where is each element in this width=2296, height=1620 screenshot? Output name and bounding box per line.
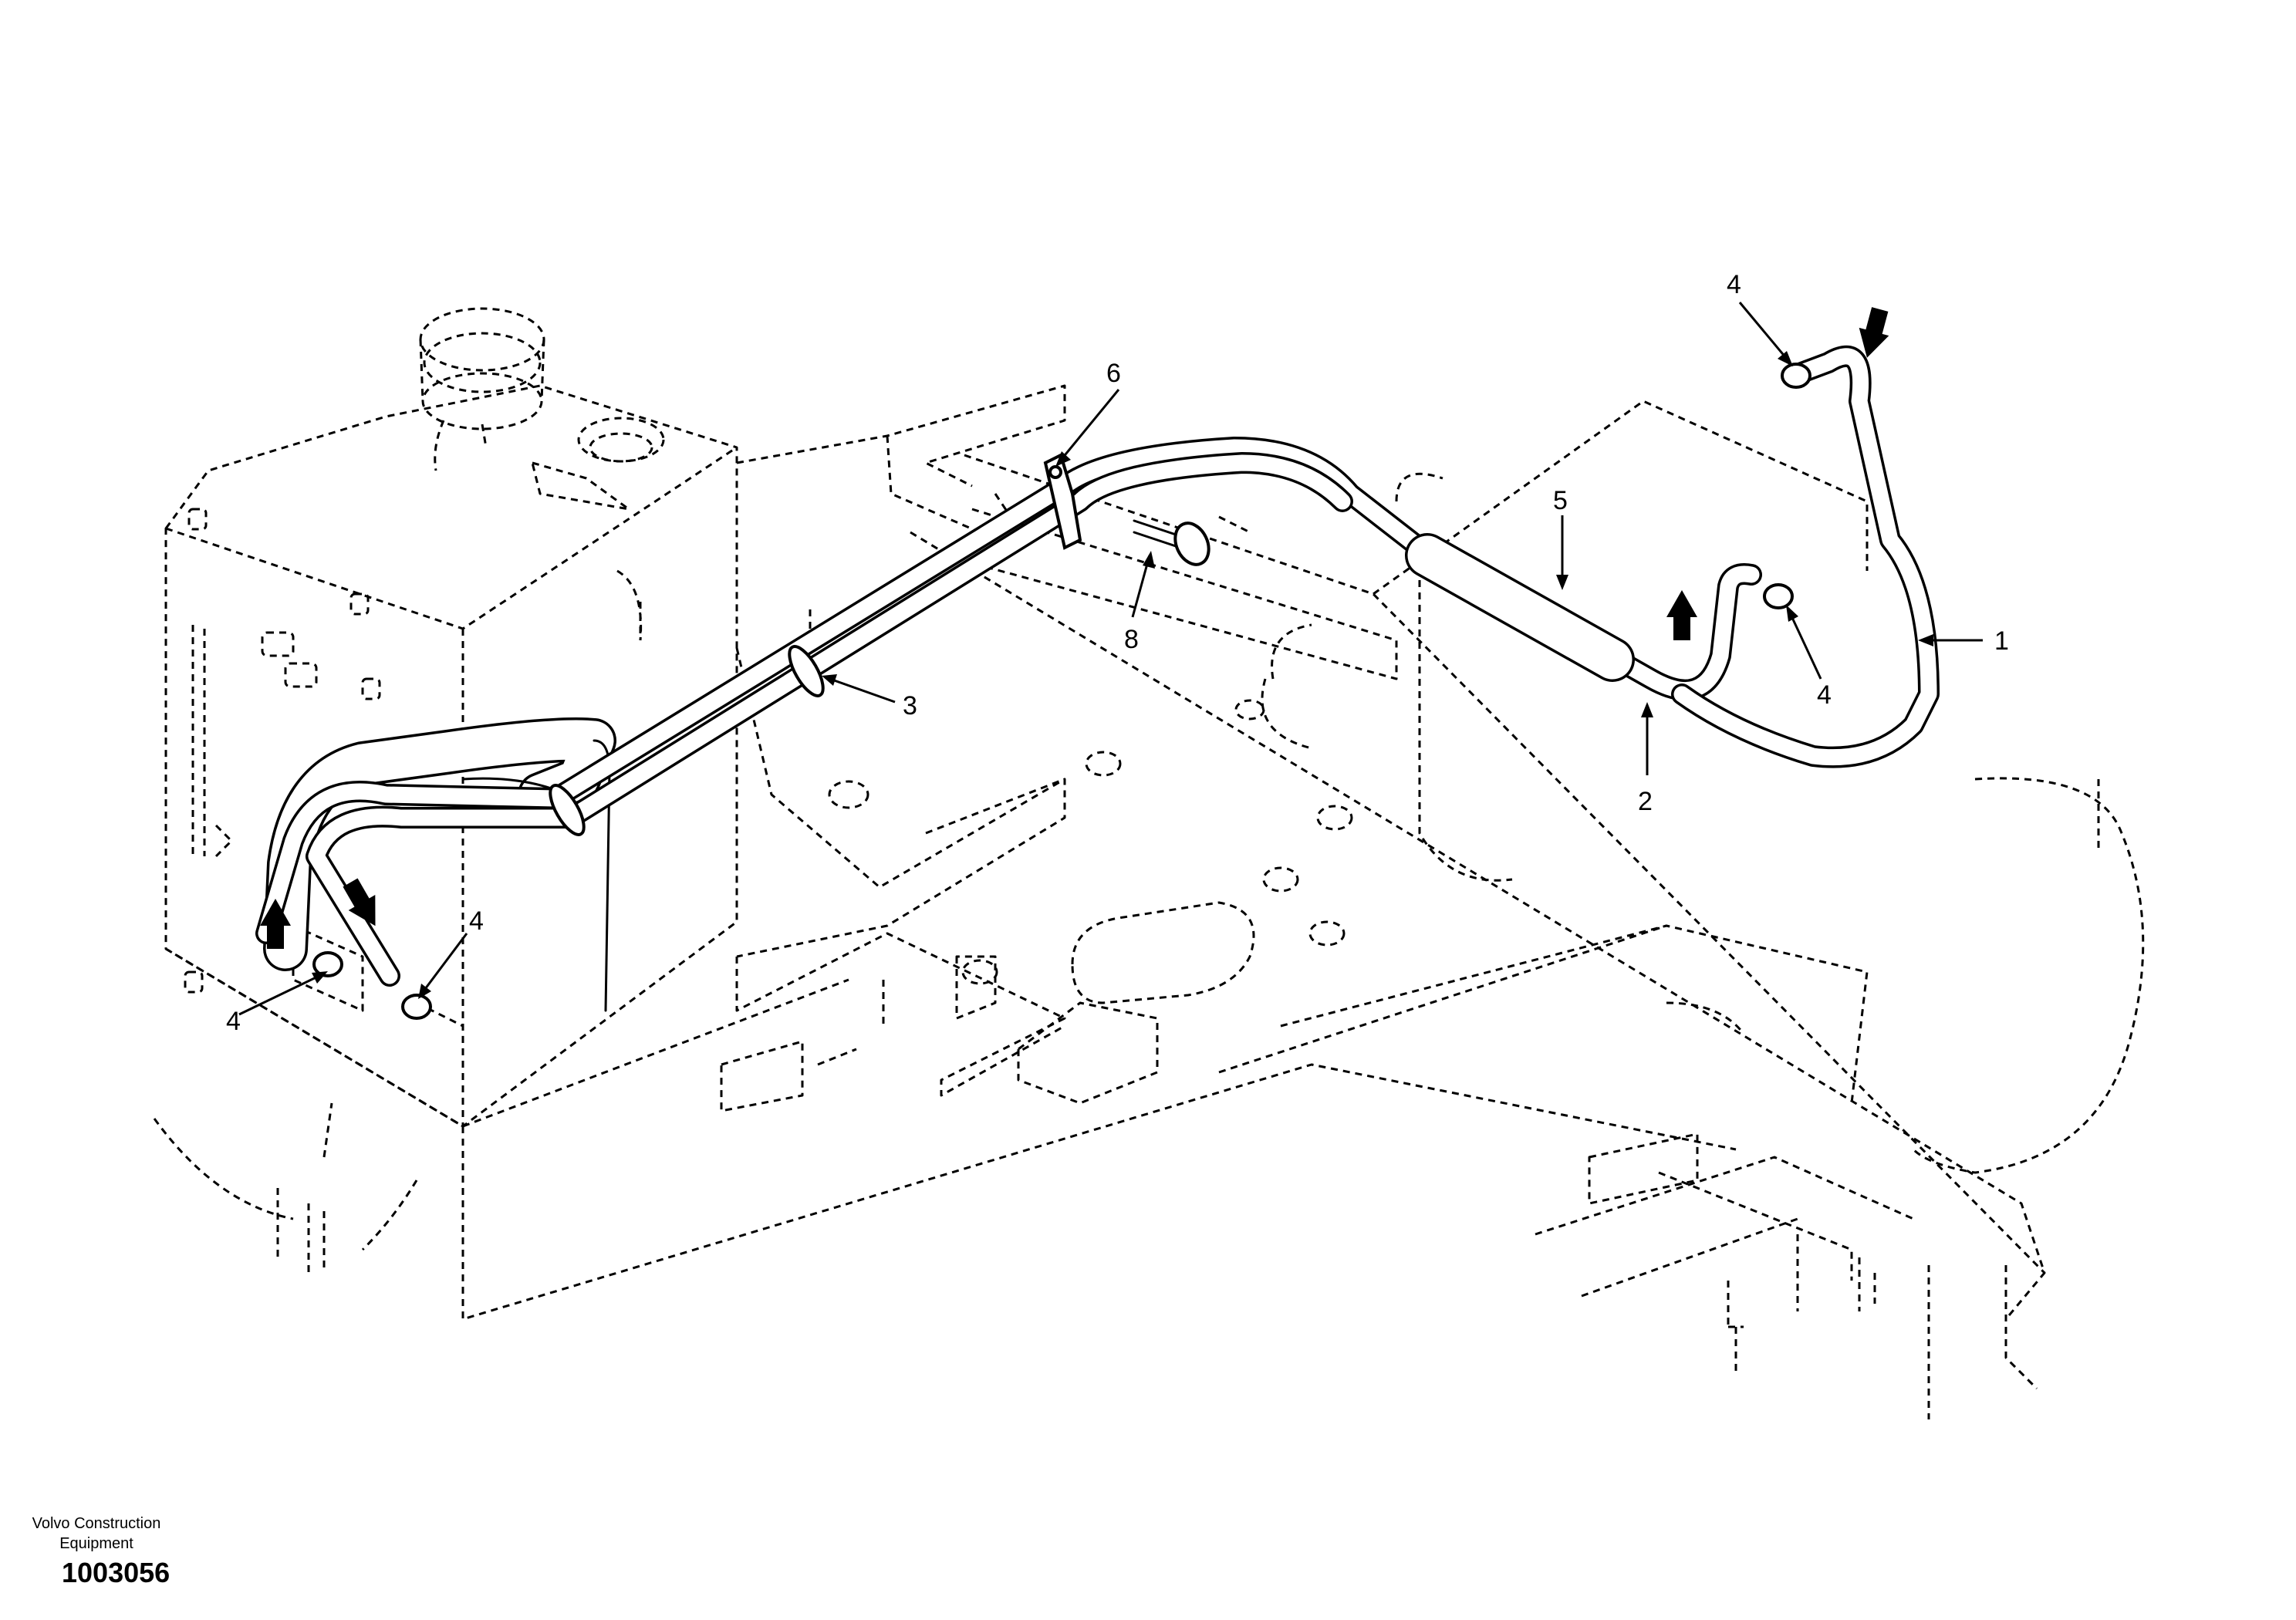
flow-arrow-up-icon (1666, 590, 1697, 640)
company-credit: Volvo Construction Equipment (23, 1514, 170, 1554)
callout-4: 4 (1817, 680, 1832, 710)
callout-3: 3 (903, 691, 917, 721)
callout-2: 2 (1638, 787, 1653, 816)
callout-4: 4 (226, 1007, 241, 1036)
flow-arrow-down-icon (1859, 307, 1889, 358)
callout-1: 1 (1994, 626, 2009, 656)
flow-arrow-up-icon (260, 899, 291, 949)
flow-arrows (260, 307, 1889, 949)
callout-4: 4 (1727, 270, 1741, 299)
company-name-line-1: Volvo Construction (32, 1515, 161, 1532)
callout-labels: 1 2 3 4 4 4 4 5 6 8 (226, 270, 2009, 1036)
pipe-assembly (255, 345, 1940, 1020)
callout-8: 8 (1124, 625, 1139, 654)
flow-arrow-down-icon (343, 878, 376, 926)
frame-outline (153, 384, 2145, 1419)
company-name-line-2: Equipment (59, 1535, 133, 1552)
callout-6: 6 (1106, 359, 1121, 388)
callout-5: 5 (1553, 486, 1568, 515)
document-number: 1003056 (62, 1557, 171, 1588)
callout-leaders (238, 302, 1983, 1016)
tank-outline (164, 307, 738, 1128)
callout-4: 4 (469, 906, 484, 936)
